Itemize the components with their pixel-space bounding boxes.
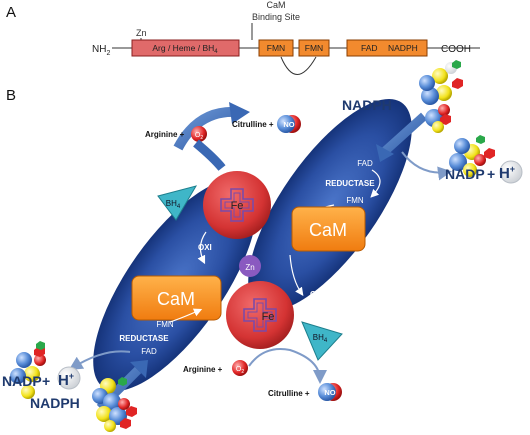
cam-left-label: CaM (157, 289, 195, 309)
nadph-top-arrow (380, 112, 428, 156)
heme-fe-bottom (226, 281, 294, 349)
nadph-molecule-bottom (92, 377, 137, 432)
nadp-molecule-left (10, 341, 46, 399)
reductase-right-label: REDUCTASE (325, 179, 375, 188)
nadp-left-label: NADP (2, 373, 42, 389)
fmn-right-label: FMN (346, 196, 364, 205)
oxygenase-domain-label: Arg / Heme / BH4 (152, 43, 218, 55)
nadp-release-arrow-left (68, 350, 131, 371)
nadp-release-arrow-right (401, 151, 452, 181)
nadp-molecule-right (449, 135, 495, 177)
top-arginine-arrow (193, 139, 226, 171)
top-oxidation-arrow (173, 106, 237, 151)
oxigenase-right-label: OXIGENASE (310, 290, 358, 299)
cam-right-label: CaM (309, 220, 347, 240)
bh4-top-label: BH4 (166, 199, 181, 210)
top-arginine-label: Arginine + (145, 130, 185, 139)
nadp-left-plus: + (42, 373, 50, 389)
panel-b-label: B (6, 87, 16, 104)
fad-label-a: FAD (361, 43, 378, 53)
proton-right-label: H+ (499, 164, 515, 182)
panel-a-label: A (6, 4, 16, 21)
proton-right-icon (499, 160, 523, 184)
c-terminus: COOH (441, 44, 471, 55)
fe-top-label: Fe (231, 200, 244, 212)
heme-fe-top (203, 171, 271, 239)
fad-left-label: FAD (141, 347, 157, 356)
top-oxidation-arrowhead (229, 102, 250, 124)
electron-transfer-left-2 (169, 308, 203, 323)
no-top-blue (277, 115, 295, 133)
fmn-domain-2-label: FMN (305, 43, 323, 53)
cam-right-box (291, 206, 366, 252)
electron-transfer-right-1 (370, 169, 381, 198)
nadph-bottom-label: NADPH (30, 395, 80, 411)
proton-left-icon (57, 366, 81, 390)
cam-site-label-1: CaM (266, 0, 285, 10)
o2-bottom-label: O2 (236, 366, 244, 375)
fad-nadph-domain (346, 39, 428, 57)
no-bottom-blue (318, 383, 336, 401)
no-bottom-label: NO (324, 388, 335, 397)
nadph-top-label: NADPH (342, 97, 392, 113)
o2-top-label: O2 (195, 132, 203, 141)
bh4-top (157, 185, 198, 221)
nadp-right-label: NADP (445, 166, 485, 182)
nadph-top-arrowhead (376, 144, 394, 162)
nadp-right-plus: + (487, 166, 495, 182)
zinc-ion (239, 255, 261, 277)
bh4-bottom-label: BH4 (313, 333, 328, 344)
electron-transfer-right-3 (289, 254, 304, 296)
proton-left-label: H+ (58, 371, 74, 389)
fe-bottom-label: Fe (262, 311, 275, 323)
reductase-left-label: REDUCTASE (119, 334, 169, 343)
fad-right-label: FAD (357, 159, 373, 168)
nadph-label-a: NADPH (388, 43, 418, 53)
zn-label-b: Zn (245, 263, 254, 272)
cam-site-label-2: Binding Site (252, 12, 300, 22)
fmn-hinge-loop (280, 56, 317, 75)
nadph-molecule-top (419, 60, 463, 133)
no-top-label: NO (283, 120, 294, 129)
o2-top-icon (191, 126, 207, 142)
fmn-domain-1-label: FMN (267, 43, 285, 53)
bh4-bottom (301, 321, 343, 361)
oxi-left-label: OXI (198, 243, 212, 252)
fmn-left-label: FMN (156, 320, 174, 329)
right-nos-monomer (248, 98, 412, 312)
fmn-domain-2 (298, 39, 330, 57)
fmn-domain-1 (258, 39, 294, 57)
o2-bottom-icon (232, 360, 248, 376)
top-citrulline-label: Citrulline + (232, 120, 274, 129)
nadph-bottom-arrowhead (130, 360, 148, 378)
zn-label-a: Zn (136, 28, 147, 38)
oxygenase-domain (131, 39, 240, 57)
bottom-arginine-label: Arginine + (183, 365, 223, 374)
n-terminus: NH2 (92, 44, 110, 57)
bottom-citrulline-label: Citrulline + (268, 389, 310, 398)
bottom-turnover-arrow (248, 348, 327, 384)
electron-transfer-left-1 (197, 231, 207, 265)
